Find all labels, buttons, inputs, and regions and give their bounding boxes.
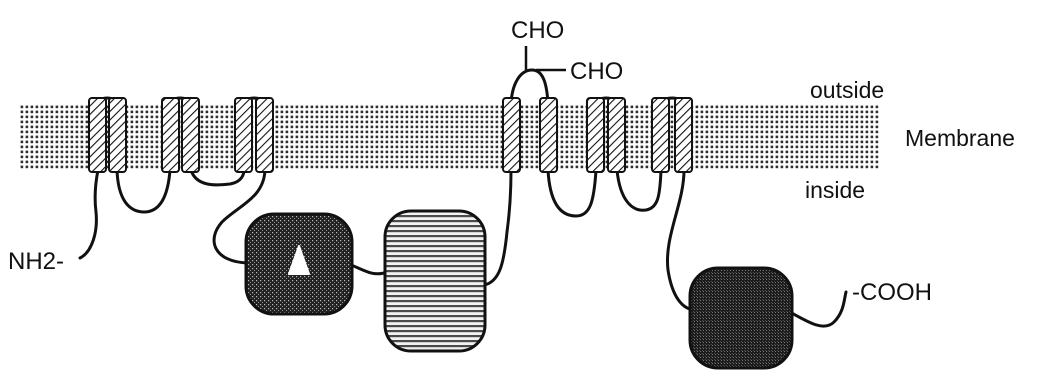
tm-helix-7 — [503, 98, 520, 172]
tm-helix-1 — [89, 98, 106, 172]
tm-helix-6 — [256, 98, 273, 172]
outside-label: outside — [810, 77, 884, 103]
tm-helix-5 — [235, 98, 252, 172]
tm-helix-8 — [540, 98, 557, 172]
cho-label-1: CHO — [511, 17, 564, 44]
membrane-label: Membrane — [905, 125, 1015, 151]
glycosylation-branches — [526, 46, 566, 70]
tm-helix-12 — [675, 98, 692, 172]
tm-helix-4 — [182, 98, 199, 172]
tm-helix-10 — [608, 98, 625, 172]
n-terminus-label: NH2- — [8, 248, 64, 275]
c-terminus-label: -COOH — [852, 279, 932, 306]
membrane-bilayer — [20, 104, 880, 170]
cytoplasmic-domain-striped — [385, 211, 485, 351]
tm-helix-3 — [162, 98, 179, 172]
cytoplasmic-domain-dark-2 — [690, 268, 792, 368]
cho-label-2: CHO — [570, 58, 623, 85]
tm-helix-9 — [587, 98, 604, 172]
tm-helix-2 — [109, 98, 126, 172]
tm-helix-11 — [652, 98, 669, 172]
inside-label: inside — [805, 177, 865, 203]
